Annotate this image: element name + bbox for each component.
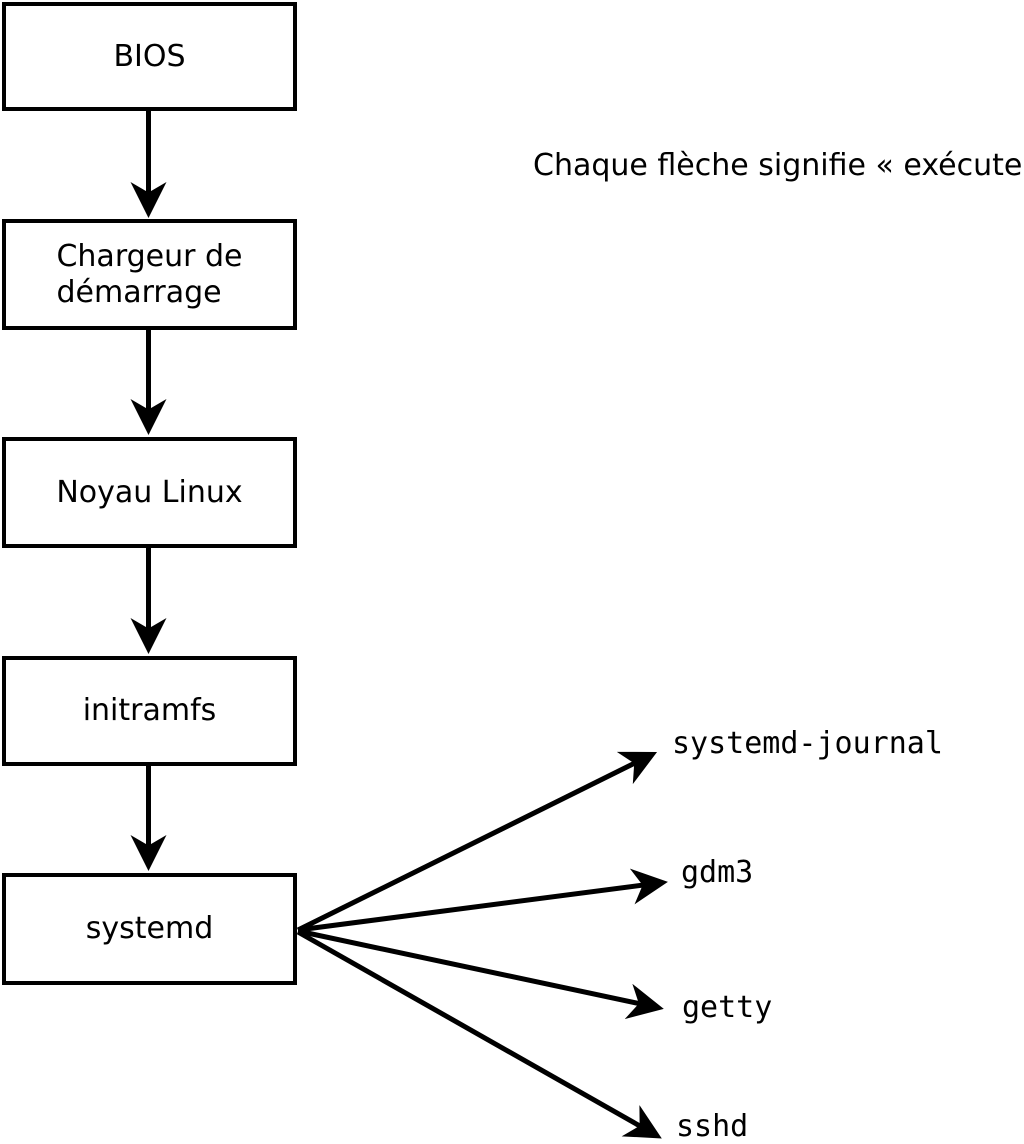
arrow-systemd-to-systemd-journal <box>296 751 658 933</box>
legend-note: Chaque flèche signifie « exécute ». <box>533 148 1024 183</box>
node-bios: BIOS <box>2 2 297 111</box>
process-label-getty: getty <box>682 990 773 1025</box>
node-kernel: Noyau Linux <box>2 437 297 548</box>
arrow-systemd-to-sshd <box>296 929 662 1139</box>
process-label-systemd-journal: systemd-journal <box>672 726 943 761</box>
process-label-gdm3: gdm3 <box>681 855 754 890</box>
node-bootloader: Chargeur de démarrage <box>2 219 297 330</box>
node-initramfs: initramfs <box>2 656 297 766</box>
node-bios-label: BIOS <box>113 38 186 74</box>
process-label-sshd: sshd <box>676 1109 749 1144</box>
node-systemd-label: systemd <box>85 911 214 947</box>
node-initramfs-label: initramfs <box>82 693 217 729</box>
node-systemd: systemd <box>2 873 297 985</box>
arrow-systemd-to-getty <box>297 928 664 1019</box>
node-kernel-label: Noyau Linux <box>56 474 243 510</box>
node-bootloader-label: Chargeur de démarrage <box>56 239 243 310</box>
arrow-systemd-to-gdm3 <box>297 868 668 933</box>
